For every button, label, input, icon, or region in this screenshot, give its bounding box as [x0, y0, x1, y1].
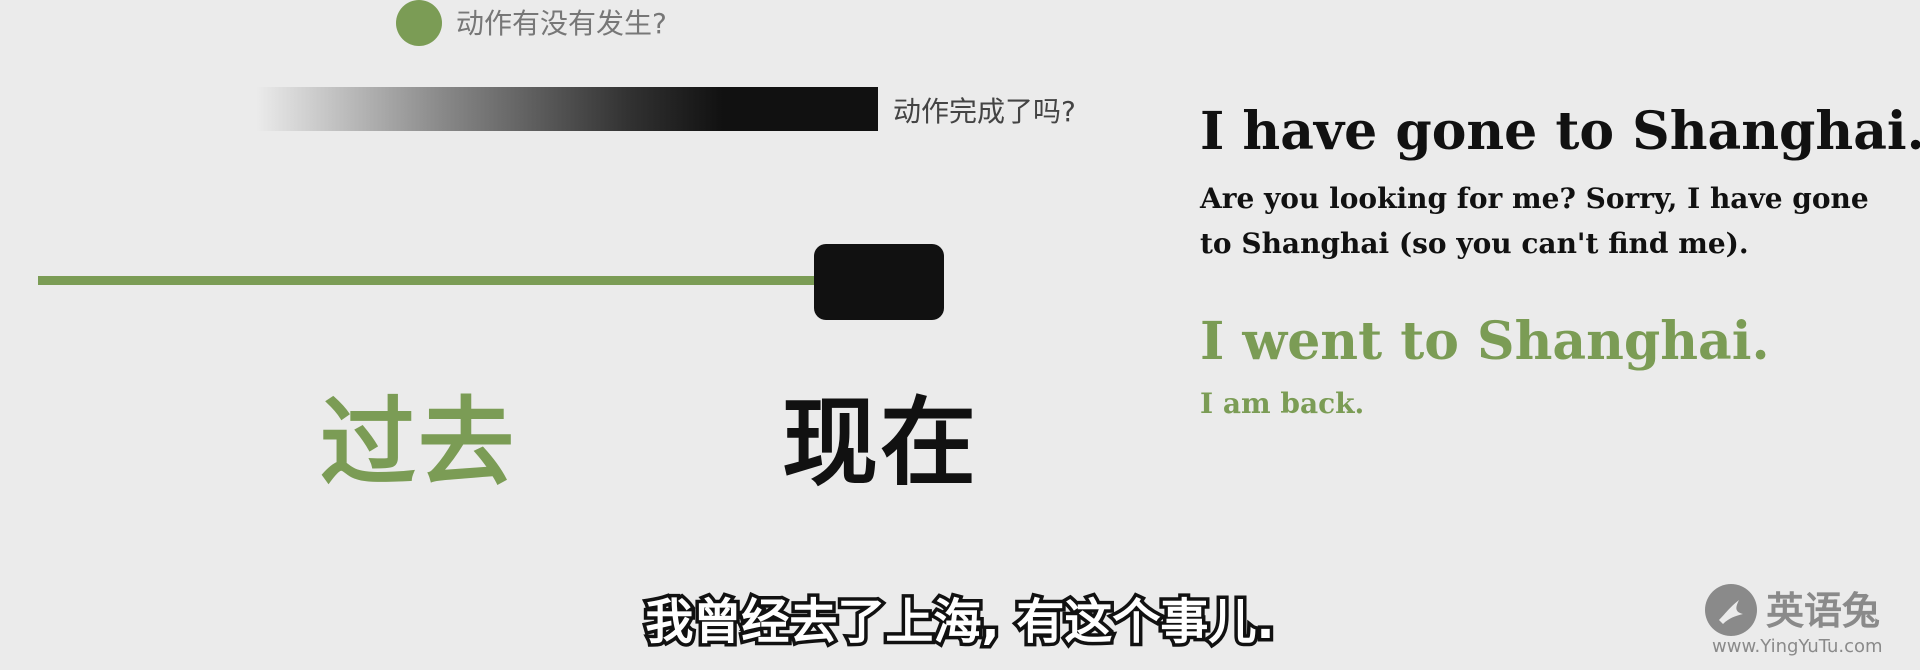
watermark-url: www.YingYuTu.com — [1712, 636, 1883, 657]
past-label: 过去 — [320, 386, 516, 499]
examples-panel: I have gone to Shanghai. Are you looking… — [1200, 96, 1920, 424]
watermark-name: 英语兔 — [1766, 589, 1881, 633]
past-simple-note: I am back. — [1200, 387, 1365, 420]
present-perfect-sentence: I have gone to Shanghai. — [1200, 101, 1920, 162]
happened-legend-dot — [396, 0, 442, 46]
past-simple-sentence: I went to Shanghai. — [1200, 311, 1770, 372]
completed-legend-label: 动作完成了吗? — [893, 95, 1076, 128]
present-label: 现在 — [782, 386, 978, 499]
timeline-line — [38, 276, 828, 285]
completion-gradient-bar — [256, 87, 878, 131]
video-subtitle: 我曾经去了上海, 有这个事儿. — [642, 591, 1278, 654]
present-perfect-note: Are you looking for me? Sorry, I have go… — [1200, 182, 1869, 260]
present-marker-block — [814, 244, 944, 320]
rabbit-logo-icon — [1705, 584, 1757, 636]
happened-legend-label: 动作有没有发生? — [456, 7, 667, 40]
